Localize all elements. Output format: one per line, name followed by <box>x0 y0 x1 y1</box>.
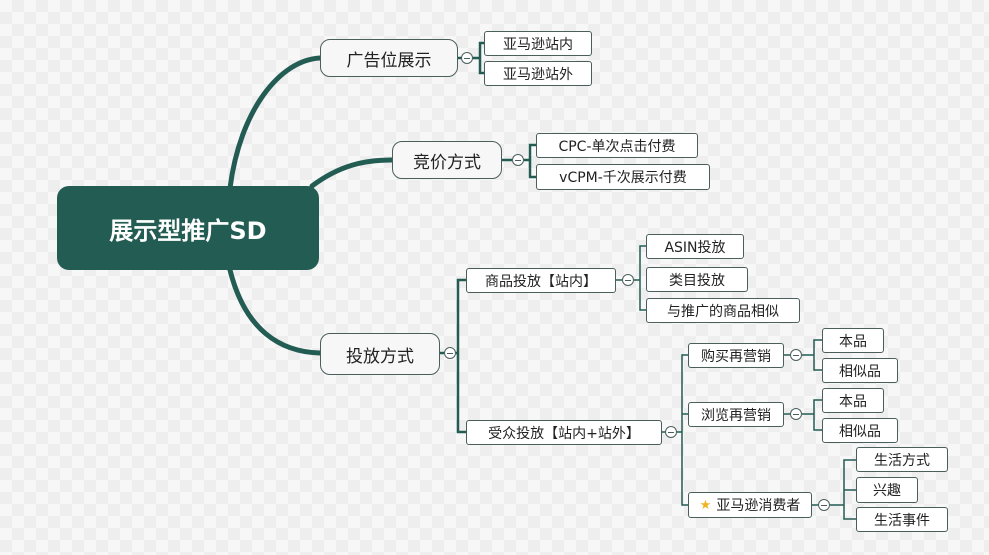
bidding-child-cpc[interactable]: CPC-单次点击付费 <box>536 133 698 158</box>
bidding-collapse-toggle[interactable] <box>512 154 524 166</box>
placement-collapse-toggle[interactable] <box>461 52 473 64</box>
product-targeting-label: 商品投放【站内】 <box>485 273 597 290</box>
purchase-remarketing-node[interactable]: 购买再营销 <box>688 343 784 368</box>
purchase-child-label: 本品 <box>839 333 867 350</box>
placement-child-offsite[interactable]: 亚马逊站外 <box>484 61 592 86</box>
product-child-label: 与推广的商品相似 <box>667 303 779 320</box>
product-child-similar[interactable]: 与推广的商品相似 <box>646 298 800 323</box>
star-icon: ★ <box>699 497 712 513</box>
consumers-child-life-events[interactable]: 生活事件 <box>856 507 948 532</box>
audience-targeting-label: 受众投放【站内+站外】 <box>488 425 640 442</box>
placement-child-label: 亚马逊站内 <box>503 36 573 53</box>
purchase-remarketing-collapse-toggle[interactable] <box>790 349 802 361</box>
views-remarketing-label: 浏览再营销 <box>701 407 771 424</box>
bidding-child-label: CPC-单次点击付费 <box>558 138 676 155</box>
audience-targeting-node[interactable]: 受众投放【站内+站外】 <box>466 420 662 445</box>
bidding-node[interactable]: 竞价方式 <box>392 141 502 179</box>
amazon-consumers-collapse-toggle[interactable] <box>818 499 830 511</box>
product-child-label: ASIN投放 <box>664 239 726 256</box>
targeting-label: 投放方式 <box>346 346 414 367</box>
purchase-remarketing-label: 购买再营销 <box>701 348 771 365</box>
consumers-child-lifestyle[interactable]: 生活方式 <box>856 447 948 472</box>
bidding-label: 竞价方式 <box>413 152 481 173</box>
product-child-label: 类目投放 <box>669 272 725 289</box>
connector-root-targeting <box>227 267 323 356</box>
purchase-child-own[interactable]: 本品 <box>822 328 884 353</box>
placement-label: 广告位展示 <box>346 50 432 71</box>
product-child-category[interactable]: 类目投放 <box>646 267 748 292</box>
product-child-asin[interactable]: ASIN投放 <box>646 234 744 259</box>
audience-targeting-collapse-toggle[interactable] <box>665 426 677 438</box>
views-remarketing-collapse-toggle[interactable] <box>790 408 802 420</box>
amazon-consumers-node[interactable]: ★ 亚马逊消费者 <box>688 492 812 518</box>
placement-child-onsite[interactable]: 亚马逊站内 <box>484 31 592 56</box>
purchase-child-similar[interactable]: 相似品 <box>822 358 898 383</box>
product-targeting-collapse-toggle[interactable] <box>622 274 634 286</box>
bidding-child-vcpm[interactable]: vCPM-千次展示付费 <box>536 164 710 190</box>
consumers-child-label: 生活事件 <box>874 512 930 529</box>
views-child-label: 相似品 <box>839 423 881 440</box>
views-remarketing-node[interactable]: 浏览再营销 <box>688 402 784 427</box>
views-child-label: 本品 <box>839 393 867 410</box>
amazon-consumers-label: 亚马逊消费者 <box>716 498 801 514</box>
views-child-similar[interactable]: 相似品 <box>822 418 898 443</box>
product-targeting-node[interactable]: 商品投放【站内】 <box>466 268 616 293</box>
connector-root-bidding <box>309 157 395 189</box>
purchase-child-label: 相似品 <box>839 363 881 380</box>
consumers-child-label: 兴趣 <box>873 483 901 499</box>
placement-child-label: 亚马逊站外 <box>503 66 573 83</box>
consumers-child-label: 生活方式 <box>874 452 930 469</box>
bidding-child-label: vCPM-千次展示付费 <box>559 170 687 186</box>
consumers-child-interests[interactable]: 兴趣 <box>856 477 918 503</box>
views-child-own[interactable]: 本品 <box>822 388 884 413</box>
root-node[interactable]: 展示型推广SD <box>57 186 319 270</box>
targeting-collapse-toggle[interactable] <box>444 347 456 359</box>
placement-node[interactable]: 广告位展示 <box>320 39 458 77</box>
targeting-node[interactable]: 投放方式 <box>320 333 440 375</box>
connector-root-placement <box>227 55 323 191</box>
root-label: 展示型推广SD <box>109 216 267 245</box>
